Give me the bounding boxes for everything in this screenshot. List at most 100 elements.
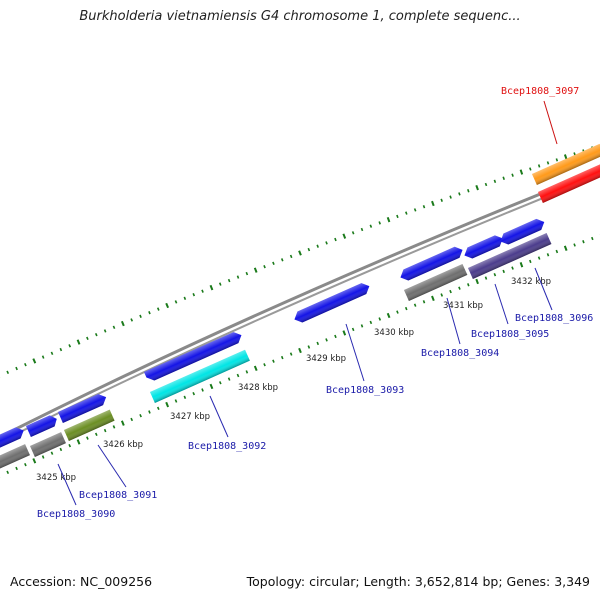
outer-track-tick: [351, 231, 355, 235]
outer-track-tick: [94, 332, 98, 337]
outer-track-tick: [24, 362, 27, 367]
inner-track-tick: [342, 330, 347, 336]
outer-track-tick: [218, 282, 222, 286]
inner-track-tick: [272, 359, 275, 363]
outer-track-tick: [253, 267, 258, 273]
kbp-label-3429: 3429 kbp: [306, 354, 346, 364]
outer-track-tick: [511, 173, 514, 177]
gene-label-3090[interactable]: Bcep1808_3090: [37, 509, 115, 520]
inner-track-tick: [280, 355, 284, 360]
inner-track-tick: [156, 406, 160, 411]
kbp-label-3430: 3430 kbp: [374, 328, 414, 338]
gene-bcep1808-3093[interactable]: [292, 281, 372, 325]
outer-track-tick: [263, 265, 266, 269]
gene-label-3092[interactable]: Bcep1808_3092: [188, 441, 266, 452]
inner-track-tick: [86, 436, 89, 440]
outer-track-tick: [130, 318, 134, 322]
outer-track-tick: [139, 314, 142, 318]
feature-grey-3090[interactable]: [30, 432, 66, 457]
outer-track-tick: [493, 179, 497, 184]
inner-track-tick: [41, 455, 45, 459]
gene-label-3095[interactable]: Bcep1808_3095: [471, 329, 549, 340]
inner-track-tick: [404, 306, 408, 311]
inner-track-tick: [201, 388, 204, 392]
outer-track-tick: [484, 182, 488, 187]
outer-track-tick: [563, 154, 568, 160]
outer-track-tick: [174, 300, 178, 304]
gene-bcep1808-3092[interactable]: [150, 349, 250, 403]
inner-track-tick: [165, 401, 170, 408]
inner-track-tick: [218, 381, 222, 385]
inner-track-tick: [6, 470, 10, 475]
outer-track-tick: [467, 189, 470, 193]
outer-track-tick: [298, 250, 302, 256]
map-title: Burkholderia vietnamiensis G4 chromosome…: [79, 9, 521, 24]
outer-track-tick: [201, 289, 204, 293]
inner-track-tick: [440, 293, 444, 297]
feature-left-edge-grey[interactable]: [0, 444, 30, 469]
inner-track-tick: [24, 462, 27, 467]
gene-bcep1808-3095[interactable]: [462, 233, 505, 261]
outer-track-tick: [15, 366, 18, 371]
inner-track-tick: [511, 266, 514, 270]
inner-track-tick: [449, 289, 452, 294]
outer-track-tick: [369, 224, 373, 228]
gene-label-3094[interactable]: Bcep1808_3094: [421, 348, 499, 359]
inner-track-tick: [484, 276, 488, 280]
inner-track-tick: [413, 303, 417, 307]
feature-olive-3091[interactable]: [64, 409, 115, 441]
gene-label-3096[interactable]: Bcep1808_3096: [515, 313, 593, 324]
outer-track-tick: [555, 158, 559, 162]
outer-track-tick: [236, 275, 240, 279]
outer-track-tick: [307, 247, 311, 252]
inner-track-tick: [307, 345, 311, 349]
inner-track-tick: [325, 338, 328, 342]
gene-bcep1808-3096[interactable]: [498, 216, 547, 246]
outer-track-tick: [378, 221, 381, 225]
inner-track-tick: [360, 324, 364, 328]
feature-grey-3094[interactable]: [404, 263, 468, 301]
outer-track-tick: [573, 152, 576, 156]
inner-track-tick: [386, 312, 391, 319]
gene-bcep1808-3094[interactable]: [398, 244, 465, 283]
inner-track-tick: [209, 383, 214, 390]
leader-3096: [534, 267, 553, 311]
outer-track-tick: [334, 237, 337, 242]
gene-label-3093[interactable]: Bcep1808_3093: [326, 385, 404, 396]
outer-tick-track: [0, 143, 600, 378]
inner-tick-track: [0, 234, 600, 478]
outer-track-tick: [422, 205, 426, 209]
inner-track-tick: [245, 370, 249, 374]
inner-track-tick: [334, 334, 337, 339]
gene-bcep1808-3091[interactable]: [58, 392, 109, 423]
inner-track-tick: [519, 262, 524, 268]
inner-track-tick: [351, 327, 355, 332]
outer-track-tick: [112, 325, 116, 330]
inner-track-tick: [103, 428, 107, 433]
inner-track-tick: [475, 278, 479, 285]
outer-track-tick: [192, 293, 196, 297]
feature-slate-3095[interactable]: [468, 233, 552, 279]
inner-track-tick: [467, 283, 470, 287]
gene-label-3097[interactable]: Bcep1808_3097: [501, 86, 579, 97]
inner-track-tick: [289, 352, 293, 356]
inner-track-tick: [236, 373, 240, 378]
leader-3093: [345, 323, 365, 382]
outer-track-tick: [413, 208, 417, 212]
outer-track-tick: [502, 176, 505, 180]
gene-bcep1808-3097-orange[interactable]: [532, 143, 600, 185]
inner-track-tick: [502, 269, 505, 274]
inner-track-tick: [15, 466, 18, 471]
gene-bcep1808-3097[interactable]: [538, 161, 600, 203]
outer-track-tick: [529, 167, 532, 171]
backbone-outer-line: [0, 168, 600, 439]
gene-bcep1808-3090[interactable]: [26, 413, 59, 437]
feature-left-edge-blue[interactable]: [0, 425, 26, 449]
gene-bcep1808-3092-blue[interactable]: [144, 330, 244, 383]
inner-track-tick: [68, 443, 72, 448]
gene-label-3091[interactable]: Bcep1808_3091: [79, 490, 157, 501]
outer-track-tick: [519, 169, 524, 175]
outer-track-tick: [396, 214, 399, 219]
